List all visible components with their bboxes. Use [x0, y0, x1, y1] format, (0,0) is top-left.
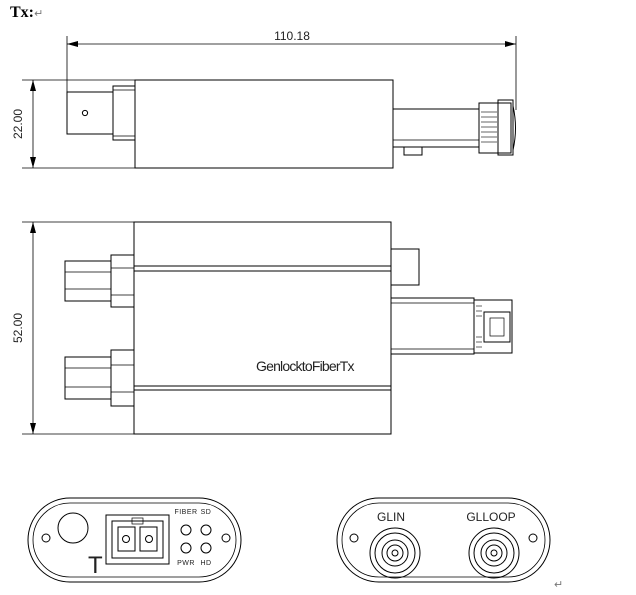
screw-hole-right-icon — [528, 533, 538, 543]
diagram-title: Tx:↵ — [10, 4, 43, 22]
side-height-value: 22.00 — [11, 109, 25, 139]
fiber-label: FIBER — [174, 509, 197, 516]
top-view-label: GenlocktoFiberTx — [256, 358, 354, 374]
gl-in-bnc-icon — [369, 527, 421, 579]
top-bnc-upper — [64, 254, 135, 308]
right-end-panel: GLIN GLLOOP — [336, 497, 551, 583]
gl-loop-label: GLLOOP — [466, 510, 515, 524]
top-sfp-module — [390, 297, 513, 355]
side-bnc-connector — [66, 85, 136, 141]
return-mark: ↵ — [34, 7, 44, 20]
led-hd-icon — [200, 542, 212, 554]
screw-hole-right-icon — [221, 533, 231, 543]
screw-hole-left-icon — [41, 533, 51, 543]
hd-label: HD — [200, 560, 211, 567]
led-sd-icon — [200, 524, 212, 536]
screw-hole-left-icon — [349, 533, 359, 543]
top-bnc-lower — [64, 349, 135, 407]
side-letter: T — [88, 552, 103, 579]
top-width-dimension: 52.00 — [11, 221, 134, 435]
sd-label: SD — [201, 509, 212, 516]
length-dimension-value: 110.18 — [274, 29, 310, 43]
gl-in-label: GLIN — [377, 510, 405, 524]
bnc-opening-icon — [57, 512, 89, 544]
led-fiber-icon — [180, 524, 192, 536]
gl-loop-bnc-icon — [468, 527, 520, 579]
side-view: 110.18 22.00 — [11, 29, 517, 169]
length-dimension: 110.18 — [66, 29, 517, 110]
top-view: 52.00 — [11, 221, 513, 435]
top-rear-block — [390, 248, 420, 286]
led-pwr-icon — [180, 542, 192, 554]
side-height-dimension: 22.00 — [11, 79, 136, 169]
pwr-label: PWR — [177, 560, 195, 567]
left-end-panel: FIBER SD PWR HD T — [27, 497, 242, 583]
side-sfp-module — [392, 99, 516, 156]
top-width-value: 52.00 — [11, 313, 25, 343]
lc-duplex-port-icon — [105, 514, 170, 565]
top-body — [133, 221, 392, 435]
side-body — [134, 79, 394, 169]
end-return-mark: ↵ — [554, 579, 563, 591]
title-text: Tx: — [10, 4, 34, 21]
